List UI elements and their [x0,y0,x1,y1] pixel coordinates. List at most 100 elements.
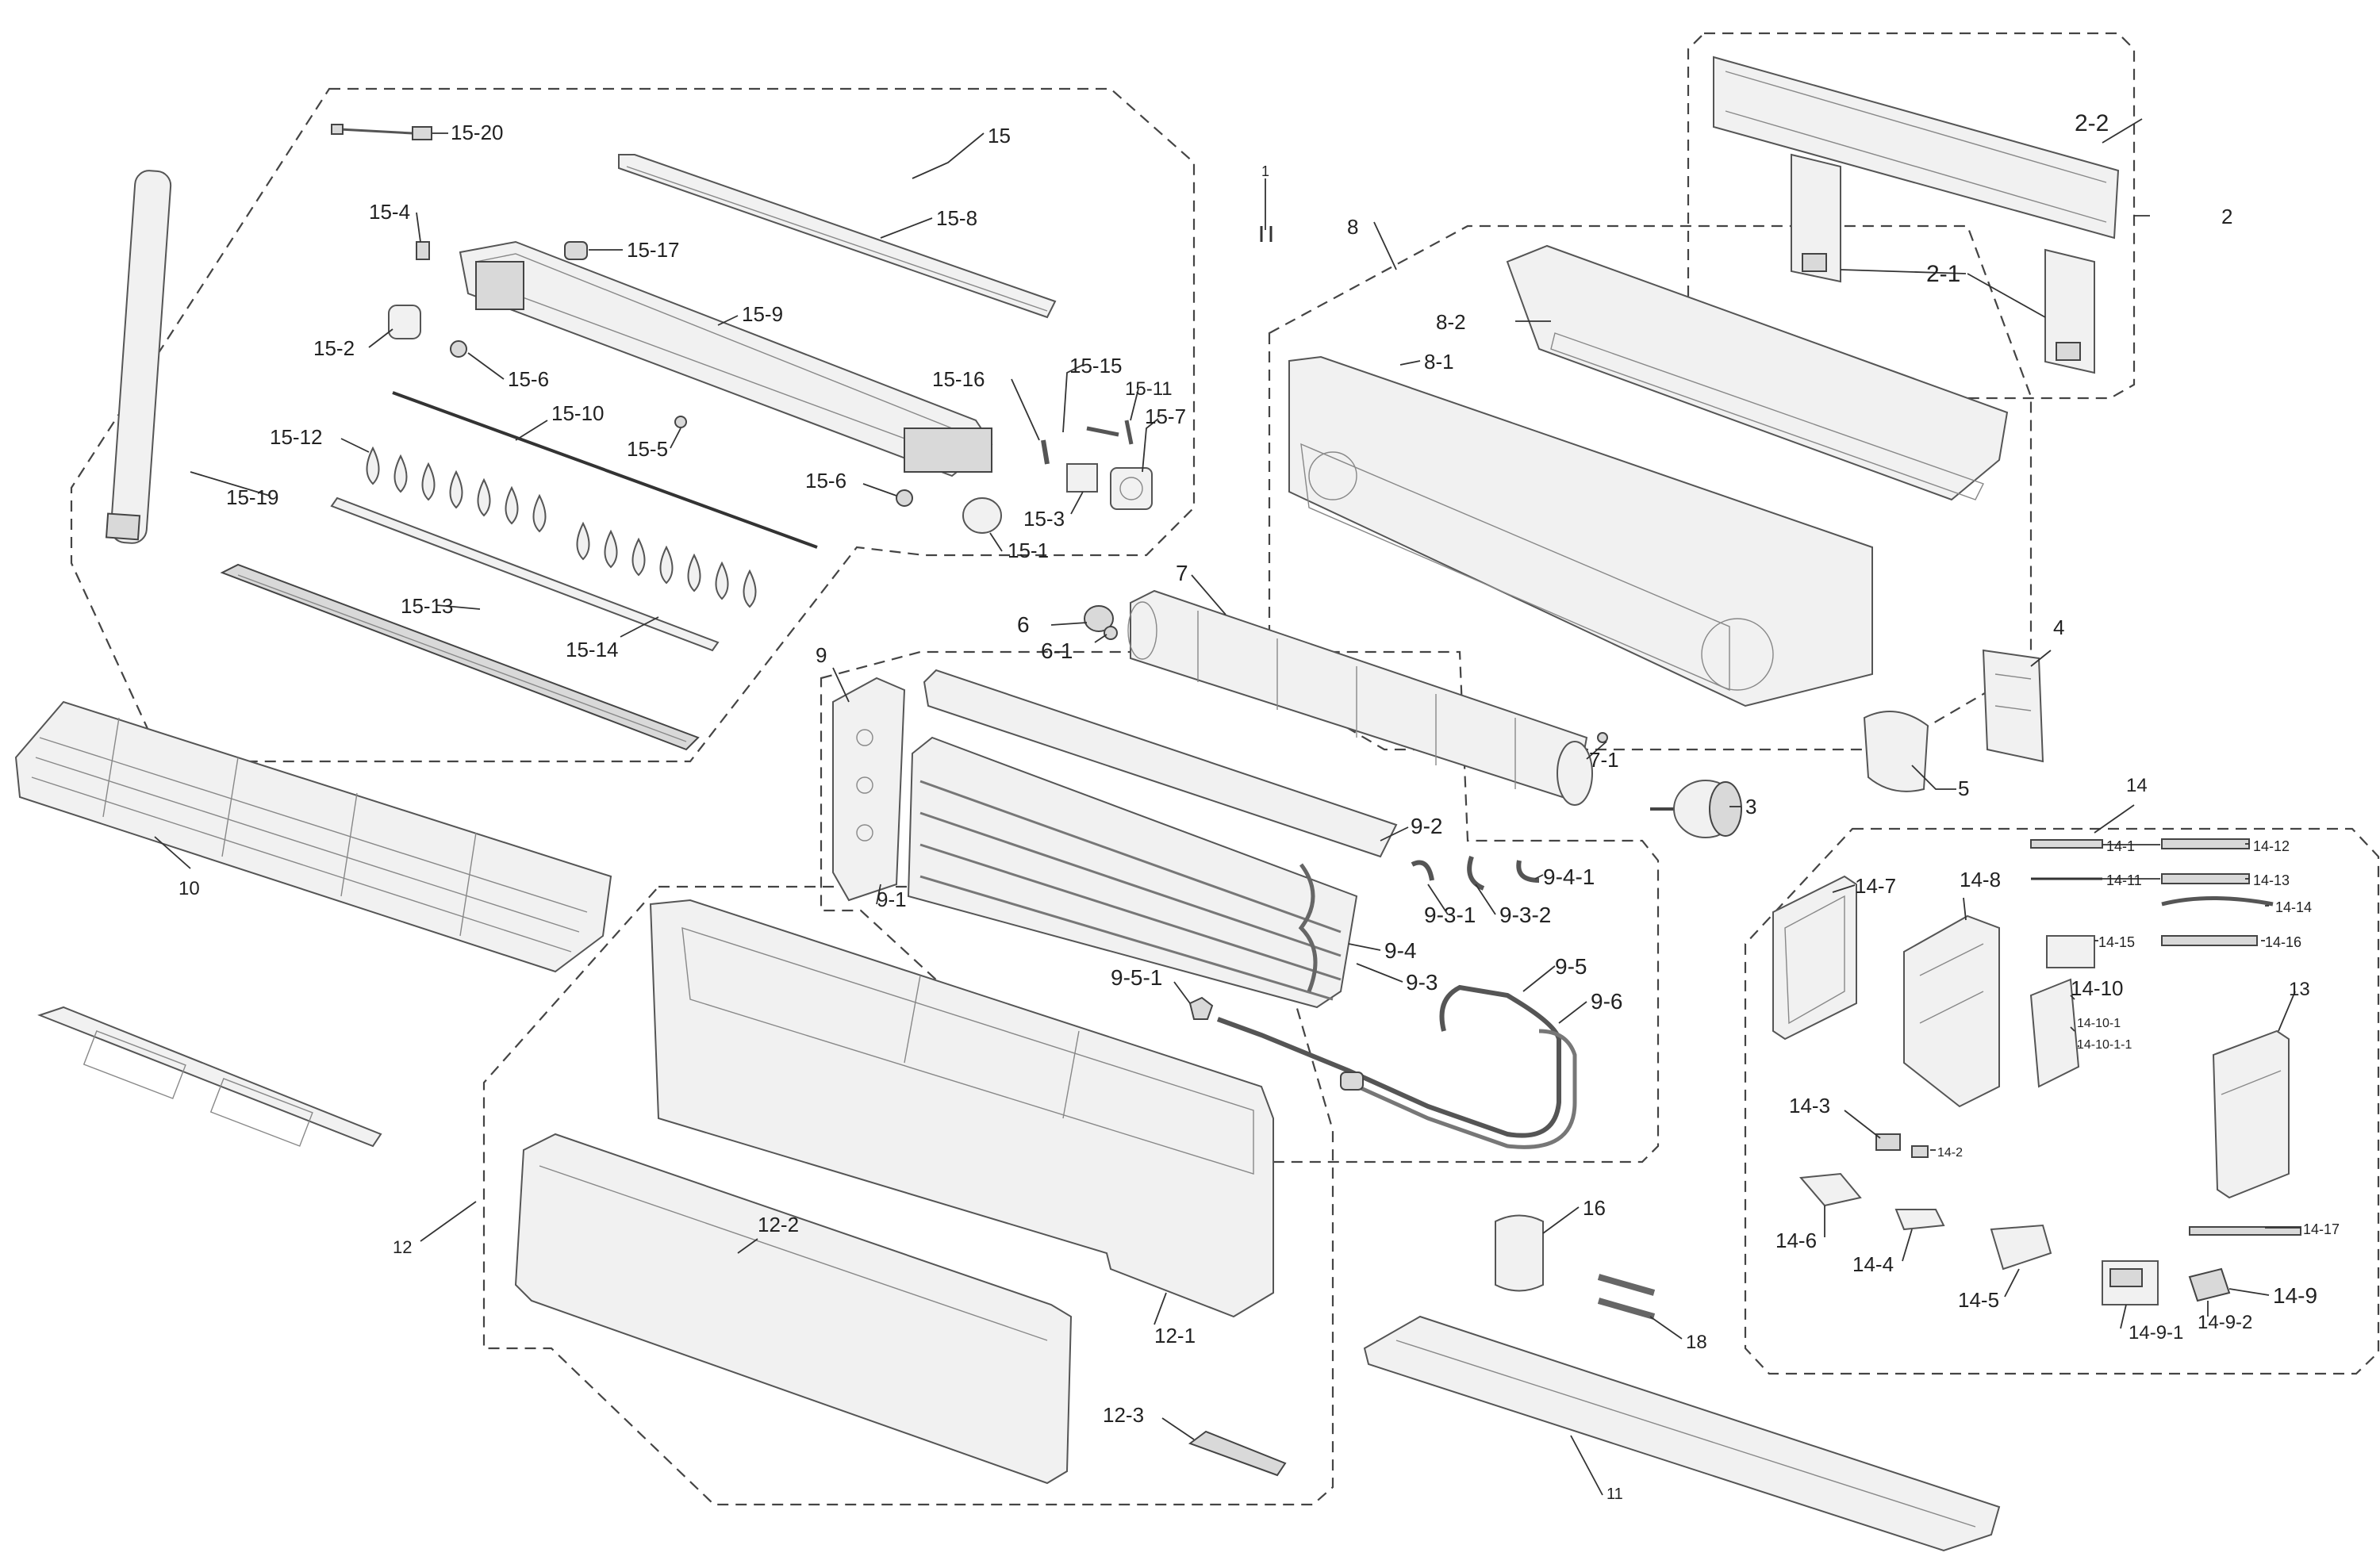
part-14-13-cable [2161,873,2250,884]
callout-18: 18 [1686,1332,1707,1353]
callout-11: 11 [1606,1486,1623,1503]
part-14-2-clip [1911,1145,1929,1158]
part-15-14-vane-rail [330,496,720,652]
callout-14-10: 14-10 [2071,976,2124,1000]
group-outline-15 [70,87,1196,763]
part-9-1-side-bracket [832,677,906,902]
callout-14-2: 14-2 [1937,1146,1963,1160]
callout-16: 16 [1583,1196,1606,1220]
callout-14-10-1: 14-10-1 [2077,1017,2121,1030]
callout-9-4: 9-4 [1384,938,1416,963]
callout-2-1: 2-1 [1926,261,1960,287]
part-9-3-2-elbow [1467,856,1485,891]
callout-14-3: 14-3 [1789,1094,1830,1118]
part-15-9-vane-frame [459,240,993,477]
callout-12-2: 12-2 [758,1213,799,1236]
part-6-1-ring [1104,626,1118,640]
callout-5: 5 [1958,776,1969,800]
part-15-6-cap-a [450,340,467,358]
part-16-holder [1495,1214,1544,1292]
callout-14-7: 14-7 [1855,874,1896,898]
callout-12-1: 12-1 [1154,1324,1196,1348]
part-14-9-1-display [2102,1260,2159,1305]
callout-15-2: 15-2 [313,336,355,360]
part-15-17-screw [564,241,588,260]
part-14-6-bracket [1798,1172,1862,1207]
part-13-cover [2212,1029,2290,1199]
part-14-12-cable [2161,838,2250,849]
callout-15-19: 15-19 [226,485,279,509]
part-8-1-main-frame [1288,355,1873,707]
callout-15-9: 15-9 [742,302,783,326]
part-14-17-cable [2189,1226,2301,1236]
part-14-4-bracket [1894,1209,1945,1231]
callout-15-5: 15-5 [627,437,668,461]
part-9-4-1-elbow [1516,860,1540,883]
callout-15-7: 15-7 [1145,404,1186,428]
callout-15-13: 15-13 [401,594,454,618]
callout-14-16: 14-16 [2265,934,2301,950]
part-1-screws [1260,226,1273,242]
part-14-1-cable [2030,839,2103,849]
callout-8-2: 8-2 [1436,310,1466,334]
part-15-19-long-shaft [105,170,172,544]
part-15-2-bushing [388,305,421,339]
leader-lines [154,118,2301,1496]
callout-10: 10 [178,878,200,899]
part-8-2-drain-pan [1506,244,2009,501]
callout-14-11: 14-11 [2106,872,2142,888]
part-15-12-vane-blades-left [366,446,547,533]
part-4-bracket [1982,649,2044,763]
part-14-15-sensor [2046,935,2095,968]
callout-1: 1 [1261,163,1269,179]
callout-15-14: 15-14 [566,638,619,661]
callout-14-14: 14-14 [2275,899,2312,915]
callout-2-2: 2-2 [2075,110,2109,136]
part-15-15-spring [1086,426,1119,437]
part-9-4-pipe-bends [1298,863,1318,992]
callout-14-4: 14-4 [1852,1252,1894,1276]
callout-15-4: 15-4 [369,200,410,224]
part-12-1-chassis [649,899,1274,1318]
callout-2: 2 [2221,205,2232,228]
part-15-12-vane-blades-right [576,521,757,608]
callout-9-1: 9-1 [877,888,907,911]
callout-9-3-1: 9-3-1 [1424,903,1476,927]
callout-15: 15 [988,124,1011,148]
callout-14-15: 14-15 [2098,934,2135,950]
callout-14-1: 14-1 [2106,838,2135,854]
callout-15-6b: 15-6 [805,469,846,493]
callout-12-3: 12-3 [1103,1403,1144,1427]
callout-15-15: 15-15 [1069,354,1123,378]
part-15-1-step-motor [962,497,1002,534]
callout-6: 6 [1017,612,1030,637]
callout-14-12: 14-12 [2253,838,2290,854]
callout-14-8: 14-8 [1960,868,2001,891]
part-15-5-pin [674,416,687,428]
callout-15-11: 15-11 [1125,378,1173,400]
callout-9-6: 9-6 [1591,989,1622,1014]
part-14-8-control-box [1903,914,2000,1108]
callout-14-10-1-1: 14-10-1-1 [2077,1038,2132,1052]
part-2-1-bracket-left [1791,153,1841,283]
part-7-cross-flow-fan [1127,589,1593,806]
callout-9-3-2: 9-3-2 [1499,903,1551,927]
callout-9-2: 9-2 [1411,814,1442,838]
part-15-20-cable [331,124,432,140]
part-15-6-cap-b [896,489,913,507]
callout-8: 8 [1347,215,1358,239]
part-15-11-spring [1124,420,1134,445]
callout-6-1: 6-1 [1041,638,1073,663]
callout-15-16: 15-16 [932,367,985,391]
part-15-4-clip [416,241,430,260]
part-5-motor-holder [1863,711,1929,792]
part-2-2-mounting-plate [1713,56,2120,240]
part-12-2-front-panel [514,1133,1073,1485]
part-7-1-screw [1597,732,1608,743]
callout-15-6a: 15-6 [508,367,549,391]
callout-9-5: 9-5 [1555,954,1587,979]
callout-7-1: 7-1 [1589,748,1619,772]
callout-14: 14 [2126,775,2148,796]
group-outline-14 [1744,827,2380,1375]
